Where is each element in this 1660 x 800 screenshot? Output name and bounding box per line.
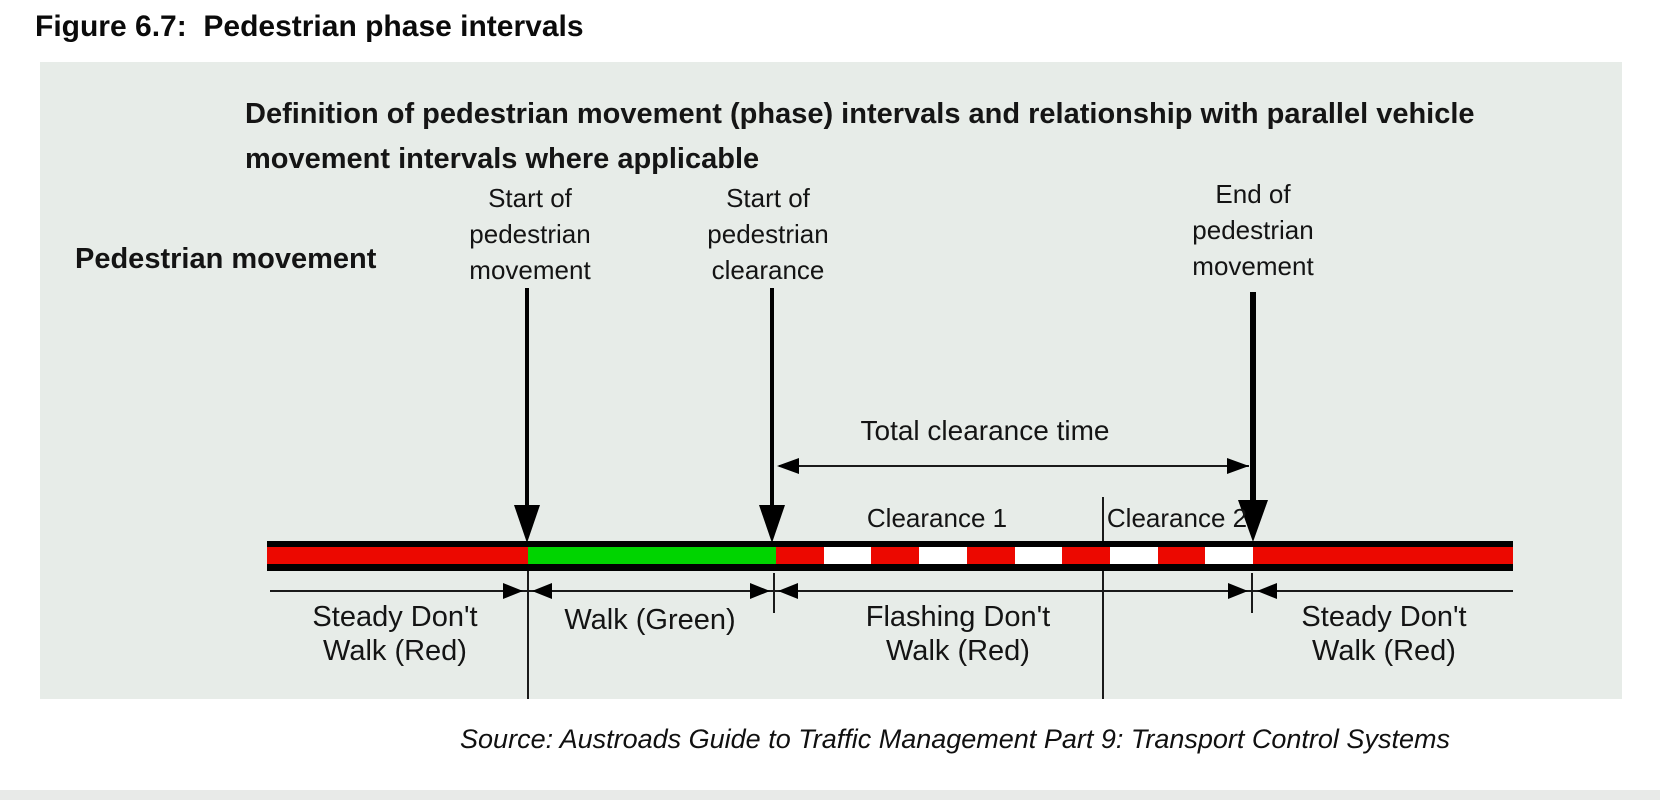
flash-block-white (1014, 547, 1063, 564)
clearance-2-label: Clearance 2 (1106, 503, 1248, 533)
flash-block-red (966, 547, 1015, 564)
diagram-title-line-1: Definition of pedestrian movement (phase… (245, 98, 1475, 130)
flash-block-white (823, 547, 872, 564)
flash-block-red (776, 547, 824, 564)
total-clearance-time-label: Total clearance time (860, 415, 1110, 446)
interval-arrowhead-icon (1257, 583, 1277, 599)
flash-block-white (1205, 547, 1254, 564)
start-of-pedestrian-clearance-arrowhead-icon (759, 505, 785, 543)
pedestrian-movement-label: Pedestrian movement (75, 243, 377, 275)
clearance-divider-line (1102, 497, 1104, 699)
interval-arrowhead-icon (532, 583, 552, 599)
start-of-pedestrian-movement-arrow (525, 288, 529, 507)
flashing-dont-walk-segment (776, 547, 1254, 564)
segment-steady-dont-walk-before (267, 547, 528, 564)
interval-tick-clearance-start (773, 573, 775, 613)
start-of-pedestrian-clearance-arrow (770, 288, 774, 507)
interval-arrowhead-icon (1228, 583, 1248, 599)
interval-axis-line (270, 590, 1513, 592)
end-of-pedestrian-movement-arrowhead-icon (1238, 500, 1268, 542)
interval-tick-movement-end (1251, 573, 1253, 613)
flash-block-red (1157, 547, 1206, 564)
segment-steady-dont-walk-after (1253, 547, 1513, 564)
interval-label-steady-dont-walk-1: Steady Don't Walk (Red) (312, 601, 478, 667)
total-clearance-right-arrowhead-icon (1227, 458, 1249, 474)
start-of-pedestrian-clearance-label: Start of pedestrian clearance (707, 183, 829, 285)
end-of-pedestrian-movement-label: End of pedestrian movement (1192, 179, 1314, 281)
segment-walk-green (528, 547, 776, 564)
flash-block-white (1109, 547, 1158, 564)
flash-block-red (1062, 547, 1110, 564)
flash-block-red (871, 547, 920, 564)
figure-caption: Figure 6.7: Pedestrian phase intervals (35, 10, 584, 43)
interval-arrowhead-icon (503, 583, 523, 599)
diagram-title-line-2: movement intervals where applicable (245, 143, 760, 175)
total-clearance-left-arrowhead-icon (777, 458, 799, 474)
diagram-panel (40, 62, 1622, 699)
interval-arrowhead-icon (778, 583, 798, 599)
interval-arrowhead-icon (750, 583, 770, 599)
total-clearance-arrow (779, 465, 1249, 467)
start-of-pedestrian-movement-arrowhead-icon (514, 505, 540, 543)
clearance-1-label: Clearance 1 (866, 503, 1008, 533)
walk-start-divider-line (527, 571, 529, 699)
signal-timeline-bar (267, 541, 1513, 571)
start-of-pedestrian-movement-label: Start of pedestrian movement (469, 183, 591, 285)
end-of-pedestrian-movement-arrow (1250, 292, 1256, 501)
interval-label-walk-green: Walk (Green) (564, 604, 736, 636)
page-bottom-strip (0, 790, 1660, 800)
flash-block-white (919, 547, 967, 564)
interval-label-flashing-dont-walk: Flashing Don't Walk (Red) (865, 601, 1051, 667)
interval-label-steady-dont-walk-2: Steady Don't Walk (Red) (1301, 601, 1467, 667)
source-line: Source: Austroads Guide to Traffic Manag… (460, 724, 1450, 754)
